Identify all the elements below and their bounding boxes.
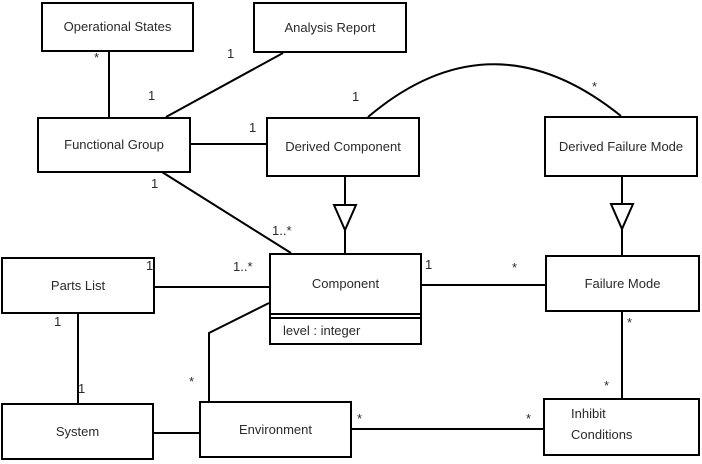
multiplicity-analysis-end: 1	[227, 46, 235, 61]
multiplicity-comp-env-env-end: *	[189, 374, 195, 389]
class-name-analysis-report: Analysis Report	[284, 19, 376, 35]
multiplicity-pl-comp-comp-end: 1..*	[233, 259, 253, 274]
class-name-operational-states: Operational States	[63, 19, 172, 34]
edge-derivedcomponent-derivedfailuremode-arc	[367, 63, 622, 118]
edge-analysisreport-functionalgroup	[165, 52, 284, 118]
multiplicity-dc-curve-end: 1	[352, 89, 360, 104]
generalization-arrow-icon	[609, 203, 635, 232]
class-box-system: System	[1, 403, 154, 460]
multiplicity-comp-fm-comp-end: 1	[425, 257, 433, 272]
multiplicity-env-inh-env-end: *	[357, 411, 363, 426]
class-name-failure-mode: Failure Mode	[584, 275, 661, 291]
class-name-derived-failure-mode: Derived Failure Mode	[558, 138, 684, 154]
multiplicity-fm-inh-fm-end: *	[627, 315, 633, 330]
class-name-system: System	[55, 423, 100, 439]
class-box-inhibit-conditions: Inhibit Conditions	[543, 398, 700, 456]
multiplicity-pl-sys-pl-end: 1	[54, 314, 62, 329]
multiplicity-dfm-curve-end: *	[592, 79, 598, 94]
class-box-derived-failure-mode: Derived Failure Mode	[544, 116, 698, 177]
class-name-component: Component	[271, 255, 420, 315]
edge-component-environment	[208, 302, 270, 401]
class-box-derived-component: Derived Component	[266, 117, 420, 177]
class-box-analysis-report: Analysis Report	[253, 2, 407, 53]
multiplicity-comp-fm-fm-end: *	[512, 260, 518, 275]
class-box-parts-list: Parts List	[1, 257, 155, 314]
multiplicity-fg-comp-fg-end: 1	[151, 176, 159, 191]
class-box-failure-mode: Failure Mode	[545, 255, 700, 312]
class-name-functional-group: Functional Group	[64, 137, 164, 152]
class-name-parts-list: Parts List	[50, 277, 106, 293]
class-name-derived-component: Derived Component	[285, 139, 401, 154]
multiplicity-opstates-fg-end: 1	[148, 88, 156, 103]
multiplicity-env-inh-inh-end: *	[526, 411, 532, 426]
multiplicity-fg-comp-comp-end: 1..*	[272, 223, 292, 238]
generalization-arrow-icon	[332, 204, 358, 233]
multiplicity-pl-sys-sys-end: 1	[78, 381, 86, 396]
class-box-environment: Environment	[199, 401, 352, 458]
class-box-functional-group: Functional Group	[37, 117, 191, 173]
multiplicity-fm-inh-inh-end: *	[604, 378, 610, 393]
class-box-operational-states: Operational States	[41, 2, 194, 52]
multiplicity-fg-dc-end: 1	[249, 120, 257, 135]
class-box-component: Component level : integer	[269, 253, 422, 345]
class-attribute-component-level: level : integer	[271, 317, 420, 343]
edge-functionalgroup-component	[161, 171, 292, 254]
class-name-environment: Environment	[239, 421, 312, 437]
multiplicity-opstates-end: *	[94, 50, 100, 65]
multiplicity-pl-comp-pl-end: 1	[146, 258, 154, 273]
